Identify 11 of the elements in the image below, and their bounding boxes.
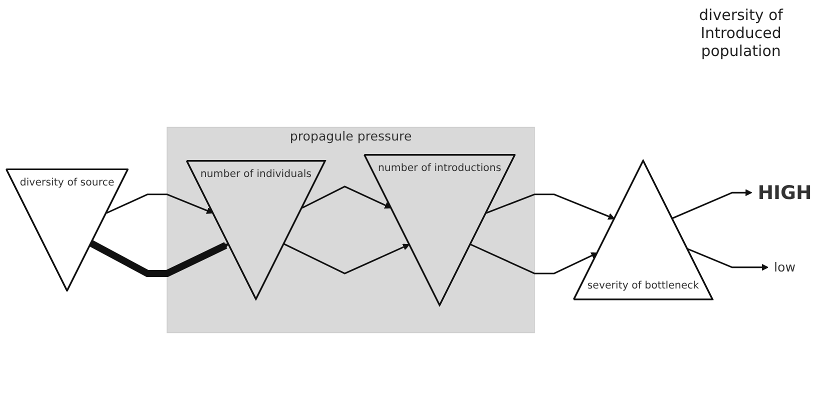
arrow <box>470 244 598 274</box>
arrow <box>672 189 752 220</box>
arrow <box>106 194 214 214</box>
arrow <box>486 194 615 220</box>
column-heading: diversity of Introduced population <box>698 6 784 60</box>
node-text: low <box>774 259 796 274</box>
arrow <box>284 243 410 274</box>
node-text: HIGH <box>758 182 812 204</box>
arrow <box>687 248 768 271</box>
arrow <box>302 186 392 209</box>
arrow <box>90 240 229 278</box>
